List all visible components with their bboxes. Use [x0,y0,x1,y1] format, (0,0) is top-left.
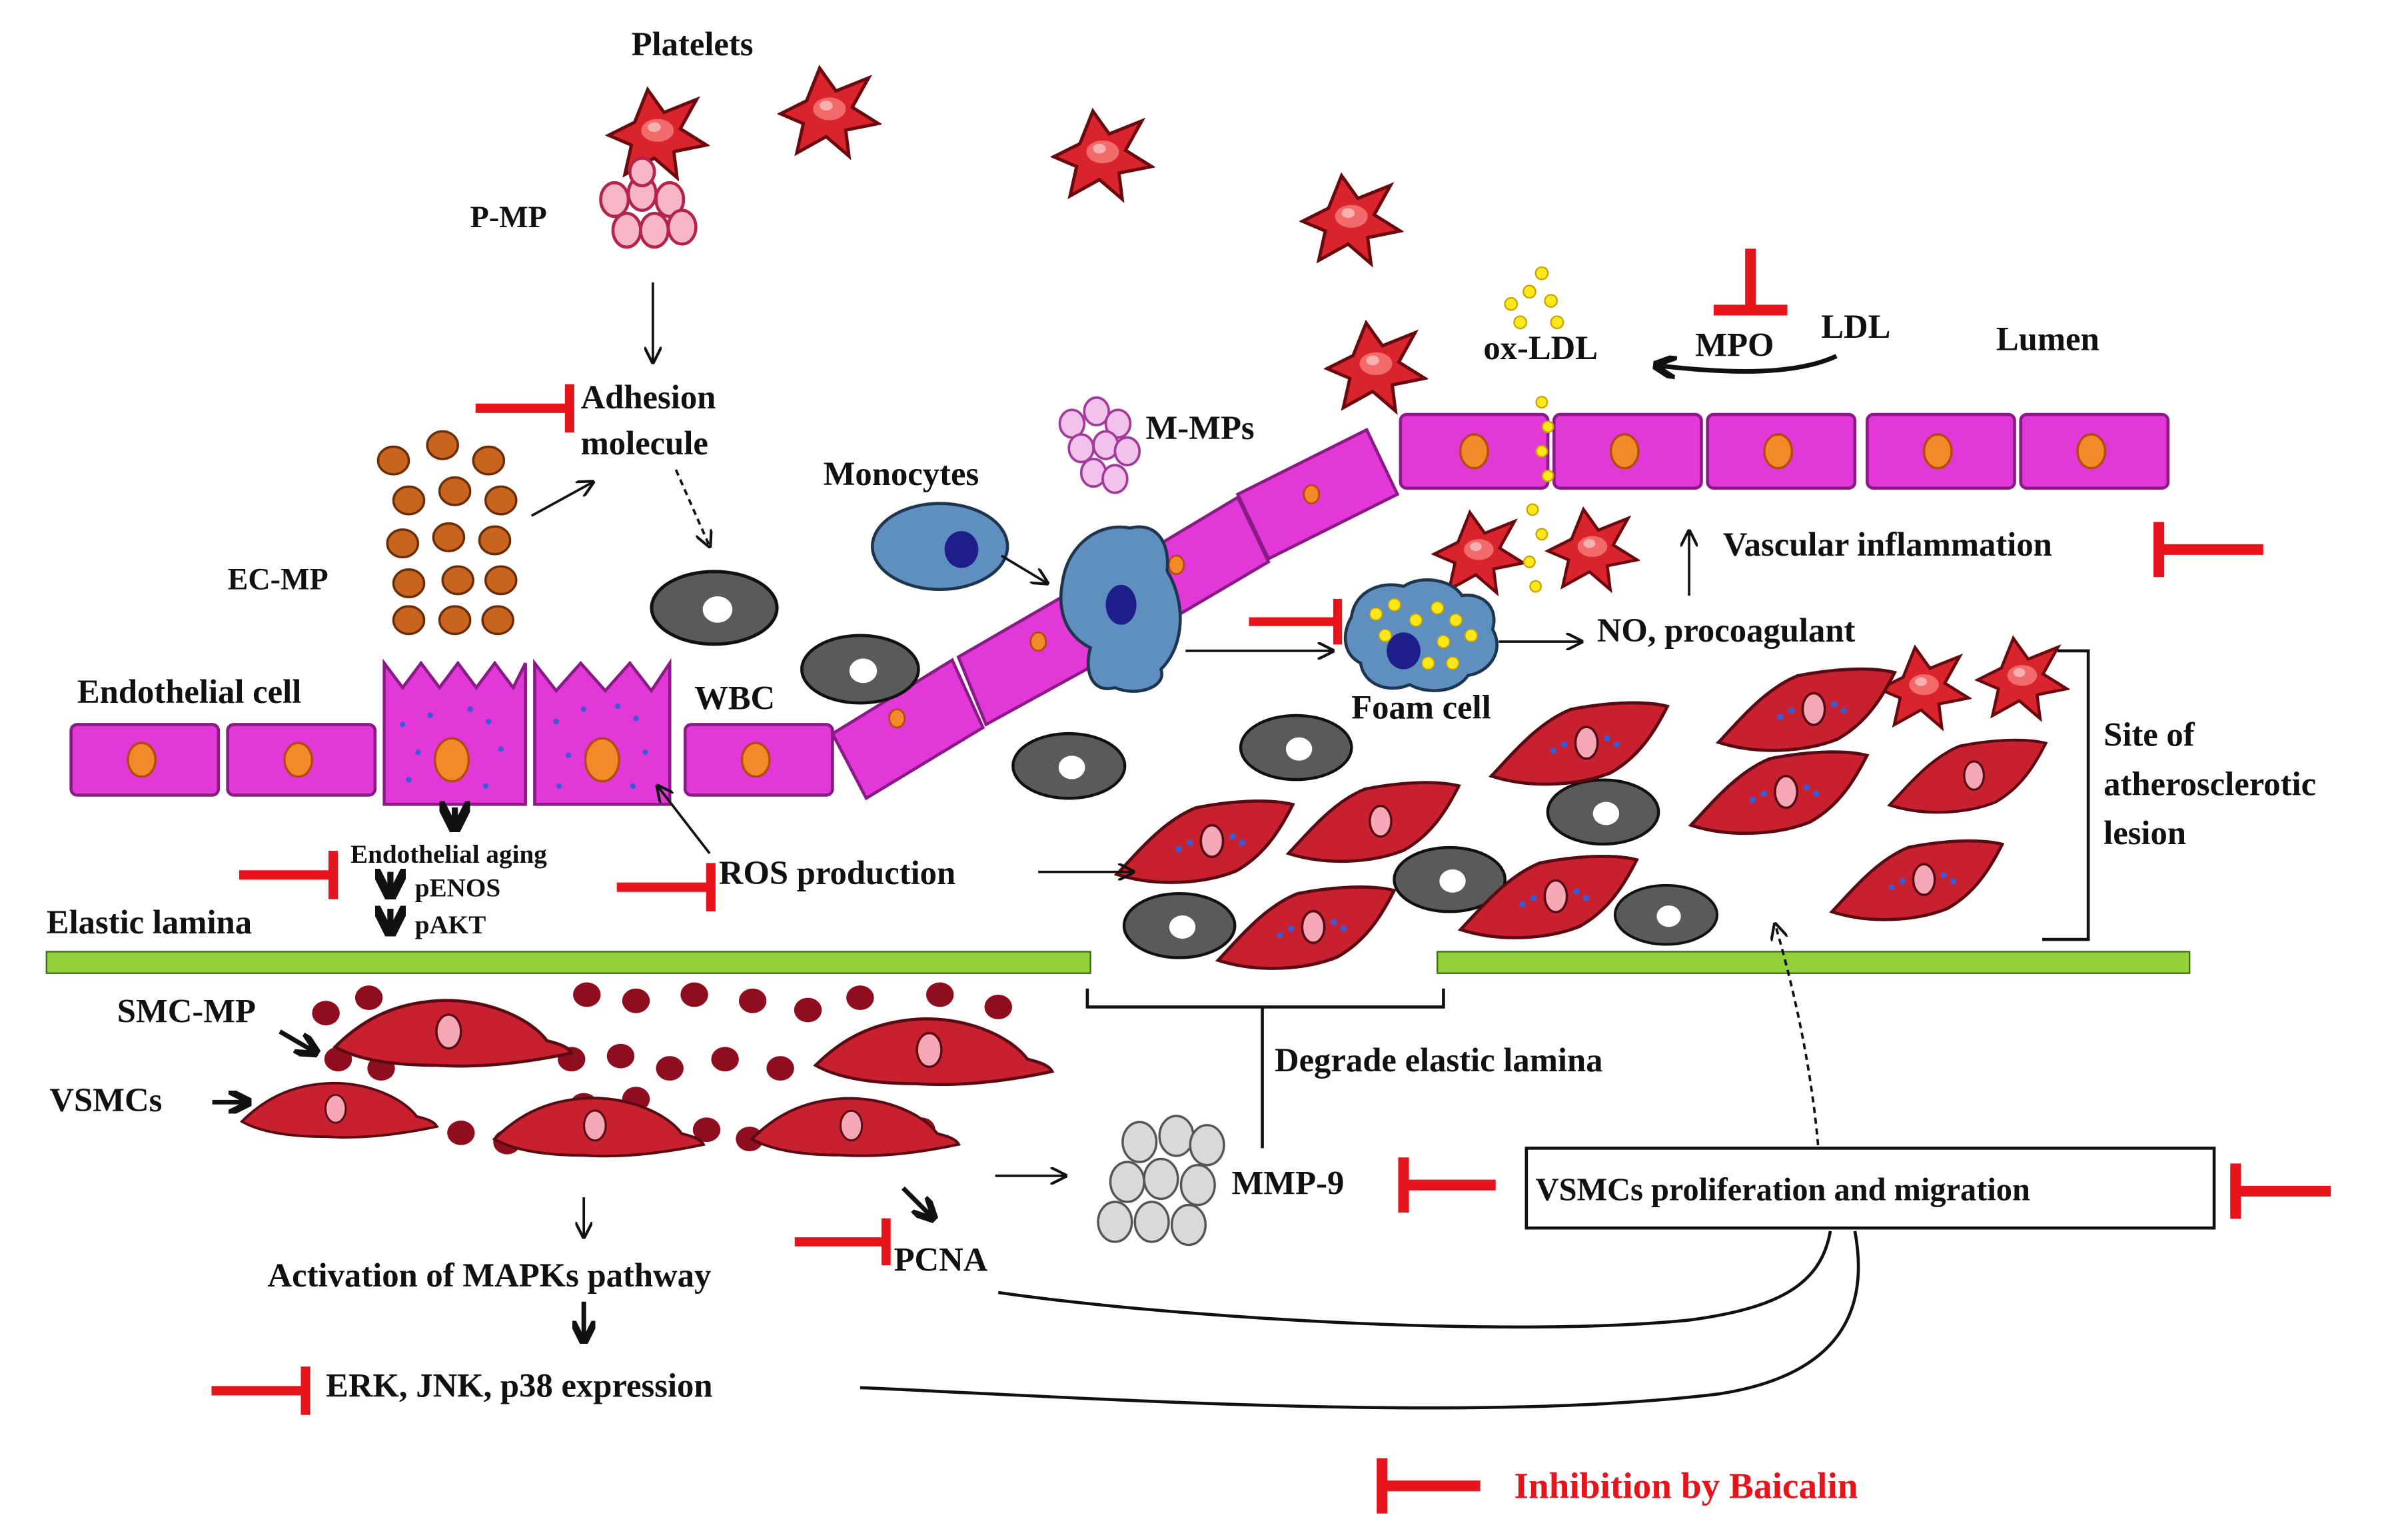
site-label-2: atherosclerotic [2104,765,2316,802]
inhibit-mpo [1713,249,1788,316]
mmp9-label: MMP-9 [1231,1165,1344,1202]
ox-ldl-particles [1504,266,1564,593]
erk-jnk-p38-label: ERK, JNK, p38 expression [326,1367,712,1404]
foam-cell-label: Foam cell [1351,688,1491,726]
monocyte-arrow [1000,554,1047,583]
elastic-lamina-left [45,951,1091,974]
wbc-cell-5 [1548,780,1658,844]
ldl-label: LDL [1821,308,1890,345]
elastic-lamina-right [1437,951,2191,974]
endothelial-aging-label: Endothelial aging [350,840,547,869]
wbc-cell-4 [1241,716,1351,779]
ldl-to-oxldl-arrow [1655,356,1838,372]
site-label-3: lesion [2104,814,2186,851]
adhesion-to-wbc-arrow [674,469,710,546]
penos-label: pENOS [415,874,500,903]
inhibit-erk [211,1366,305,1415]
vsmc-prolif-box [1524,1147,2216,1230]
p-mp-label: P-MP [470,200,547,234]
legend-inhibition-label: Inhibition by Baicalin [1514,1466,1858,1506]
smc-mp-label: SMC-MP [117,992,256,1029]
wbc-cell-8 [1615,885,1717,945]
media-vsmcs [241,1001,1052,1157]
monocytes-label: Monocytes [824,455,979,492]
endothelium-left-nuclei [127,737,771,783]
no-procoagulant-label: NO, procoagulant [1597,612,1856,649]
wbc-cell-3 [1013,734,1125,798]
ros-production-label: ROS production [719,854,955,891]
ros-dots [400,703,648,789]
pcna-label: PCNA [894,1241,988,1279]
legend-inhibitor-symbol [1377,1458,1481,1514]
inhibit-foam-cell [1249,599,1338,644]
pakt-label: pAKT [415,911,486,939]
prolif-to-lesion-arrow [1775,924,1820,1145]
m-mps-cluster [1058,396,1141,494]
endothelium-diagonal-nuclei [888,484,1321,729]
monocyte-cell [871,502,1009,592]
vsmcs-to-pcna-arrow [901,1186,933,1219]
ros-to-endothelium-arrow [658,786,711,855]
inhibit-pcna [795,1219,886,1266]
ox-ldl-label: ox-LDL [1483,329,1598,366]
foam-cell [1343,578,1499,692]
endothelial-cell-label: Endothelial cell [77,673,301,710]
ecmp-to-adhesion-arrow [530,482,593,517]
wbc-cell-7 [1124,893,1235,957]
pcna-to-prolif-curve [997,1231,1832,1329]
migrating-monocyte [1059,525,1182,693]
vascular-inflammation-label: Vascular inflammation [1723,526,2052,563]
wbc-label: WBC [694,679,775,716]
m-mps-label: M-MPs [1145,409,1254,446]
degrade-elastic-lamina-label: Degrade elastic lamina [1275,1041,1603,1079]
inhibit-endothelial-aging [239,851,333,899]
endothelium-right-nuclei [1459,433,2107,470]
elastic-lamina-label: Elastic lamina [47,903,252,941]
lesion-bracket [2042,649,2090,941]
inhibit-vsmc-prolif [2230,1163,2331,1219]
p-mp-cluster [599,157,698,249]
inhibit-adhesion [476,384,570,433]
site-label-1: Site of [2104,716,2195,754]
platelets-label: Platelets [632,25,754,63]
mpo-label: MPO [1695,326,1774,364]
lumen-label: Lumen [1996,320,2100,357]
ec-mp-cluster [376,430,518,636]
erk-to-prolif-curve [860,1231,1860,1410]
mmp9-particles [1097,1115,1225,1247]
degrade-bracket [1085,988,1445,1009]
adhesion-label-1: Adhesion [581,378,716,416]
inhibit-vascular-inflammation [2153,522,2263,578]
adhesion-label-2: molecule [581,424,708,462]
inhibit-ros [617,863,711,911]
activation-mapks-label: Activation of MAPKs pathway [268,1257,712,1294]
wbc-cell-2 [802,636,918,703]
ec-mp-label: EC-MP [228,562,328,596]
vsmcs-label: VSMCs [49,1081,162,1119]
vsmc-prolif-label: VSMCs proliferation and migration [1536,1173,2030,1208]
wbc-cell-1 [652,572,777,644]
smc-mp-arrow [279,1029,316,1053]
inhibit-mmp9 [1398,1157,1496,1213]
